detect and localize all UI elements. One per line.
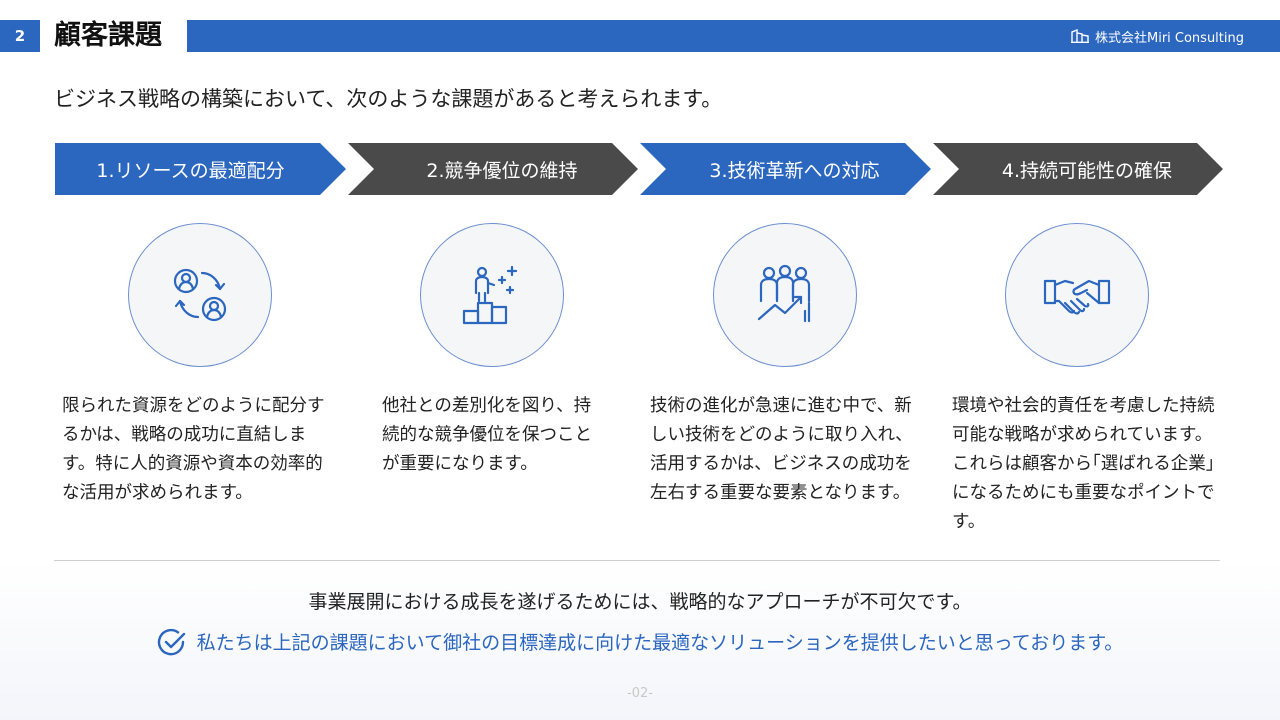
company-label: 株式会社Miri Consulting	[1070, 20, 1244, 52]
step-2-icon-circle	[420, 223, 564, 367]
step-2-description: 他社との差別化を図り、持続的な競争優位を保つことが重要になります。	[382, 396, 592, 474]
step-3-icon-circle	[713, 223, 857, 367]
step-1-description: 限られた資源をどのように配分するかは、戦略の成功に直結します。特に人的資源や資本…	[62, 396, 325, 503]
step-4-description: 環境や社会的責任を考慮した持続可能な戦略が求められています。これらは顧客から｢選…	[952, 396, 1215, 532]
summary-text: 事業展開における成長を遂げるためには、戦略的なアプローチが不可欠です。	[308, 591, 972, 613]
step-4-header: 4.持続可能性の確保	[933, 143, 1223, 195]
resource-exchange-icon	[173, 268, 227, 322]
lead-text: ビジネス戦略の構築において、次のような課題があると考えられます。	[54, 87, 723, 111]
section-number: 2	[0, 20, 40, 52]
step-1-header: 1.リソースの最適配分	[55, 143, 346, 195]
company-name: 株式会社Miri Consulting	[1094, 30, 1244, 46]
step-3-description: 技術の進化が急速に進む中で、新しい技術をどのように取り入れ、活用するかは、ビジネ…	[650, 396, 913, 503]
step-1-icon-circle	[128, 223, 272, 367]
podium-sparkle-icon	[462, 265, 518, 325]
step-4-icon-circle	[1005, 223, 1149, 367]
page-title: 顧客課題	[54, 20, 162, 51]
step-3-header: 3.技術革新への対応	[640, 143, 931, 195]
page-number: -02-	[627, 686, 653, 701]
building-icon	[1070, 29, 1089, 43]
step-2-header: 2.競争優位の維持	[348, 143, 638, 195]
proposal-line: 私たちは上記の課題において御社の目標達成に向けた最適なソリューションを提供したい…	[0, 627, 1280, 659]
bottom-background	[0, 561, 1280, 720]
proposal-text: 私たちは上記の課題において御社の目標達成に向けた最適なソリューションを提供したい…	[196, 632, 1124, 654]
header-bar: 株式会社Miri Consulting	[187, 20, 1280, 52]
divider	[54, 560, 1220, 561]
team-growth-icon	[757, 264, 811, 323]
check-circle-icon	[157, 628, 185, 656]
handshake-icon	[1043, 279, 1111, 315]
